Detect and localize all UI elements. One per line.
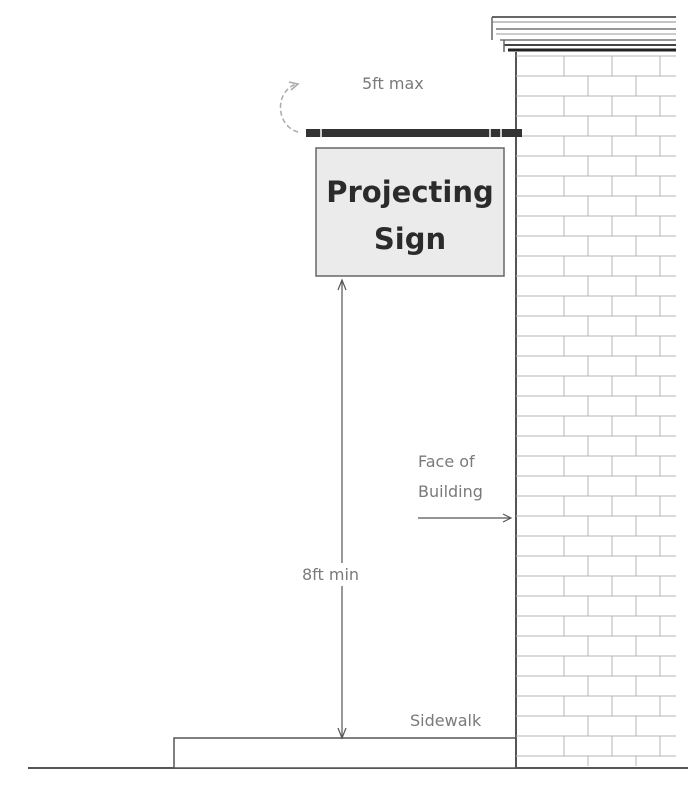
building-wall <box>515 52 676 768</box>
sidewalk-label: Sidewalk <box>410 711 482 730</box>
projection-dimension-arc <box>279 83 299 133</box>
face-of-building-label-2: Building <box>418 482 483 501</box>
face-pointer-arrowhead <box>502 513 513 523</box>
clearance-arrow-top <box>337 278 347 291</box>
projection-dimension-arrowhead <box>288 81 300 91</box>
brick-courses <box>516 55 676 766</box>
sign-text-line-2: Sign <box>373 222 447 256</box>
face-of-building-label-1: Face of <box>418 452 475 471</box>
clearance-dimension-label: 8ft min <box>302 563 360 586</box>
clearance-arrow-bottom <box>337 727 347 740</box>
sign-bracket <box>306 129 522 137</box>
sign-text-line-1: Projecting <box>326 175 494 209</box>
building-cornice <box>491 16 676 52</box>
sidewalk-slab <box>173 737 517 769</box>
projection-dimension-label: 5ft max <box>362 74 424 93</box>
sign-panel <box>315 147 505 277</box>
